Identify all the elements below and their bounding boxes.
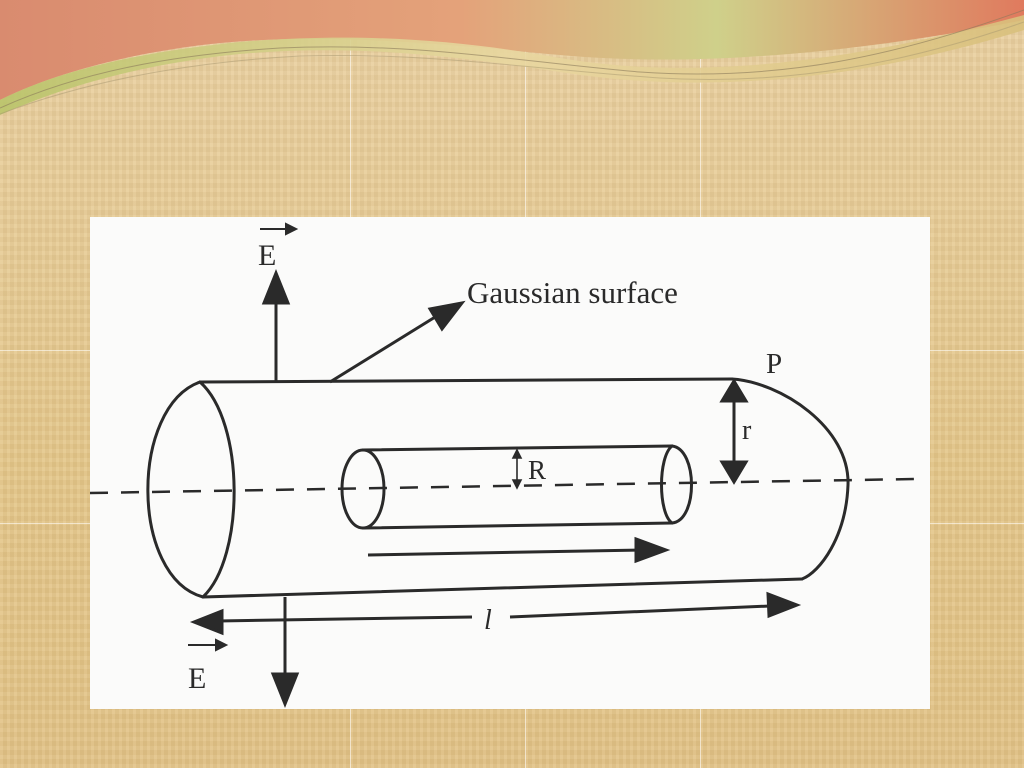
radius-r-arrow-top-head xyxy=(719,378,749,403)
length-arrow-left-head xyxy=(189,608,224,636)
inner-cylinder-top-edge xyxy=(361,444,674,452)
inner-radius-label: R xyxy=(528,455,546,485)
field-arrow-down-head xyxy=(270,672,300,709)
outer-cylinder-top-edge xyxy=(198,377,734,384)
vector-bar-top-head xyxy=(285,222,299,236)
inner-cylinder-bottom-edge xyxy=(361,521,674,530)
gaussian-cylinder-diagram: E E Gaussian surface P r R l xyxy=(90,222,916,709)
field-arrow-up-head xyxy=(261,268,291,305)
length-arrow-right-head xyxy=(766,591,802,619)
outer-radius-label: r xyxy=(742,415,752,446)
gaussian-pointer-head xyxy=(427,300,466,332)
gaussian-surface-label: Gaussian surface xyxy=(467,275,678,310)
length-arrow-right-line xyxy=(509,604,771,619)
field-label-bottom: E xyxy=(188,662,206,695)
radius-R-arrow-bottom-head xyxy=(511,479,523,490)
outer-cylinder-right-end xyxy=(730,377,850,581)
inner-cylinder-right-cap-inner xyxy=(660,444,674,525)
gaussian-pointer-line xyxy=(329,312,441,384)
field-label-top: E xyxy=(258,239,276,272)
diagram-panel: E E Gaussian surface P r R l xyxy=(90,217,930,709)
cylinder-axis-dashed xyxy=(90,477,916,495)
outer-cylinder-bottom-edge xyxy=(201,577,804,599)
radius-r-arrow-bottom-head xyxy=(719,460,749,485)
vector-bar-bottom-head xyxy=(215,638,229,652)
length-label: l xyxy=(484,605,492,636)
charge-flow-arrow-head xyxy=(634,536,671,564)
header-swoosh-decoration xyxy=(0,0,1024,115)
outer-cylinder-left-cap-outer xyxy=(146,380,205,599)
outer-cylinder-left-cap-inner xyxy=(198,380,236,599)
radius-R-arrow-top-head xyxy=(511,448,523,459)
inner-cylinder-right-cap-outer xyxy=(670,444,693,525)
charge-flow-arrow xyxy=(367,548,641,557)
length-arrow-left-line xyxy=(217,615,473,623)
point-label: P xyxy=(766,348,782,380)
